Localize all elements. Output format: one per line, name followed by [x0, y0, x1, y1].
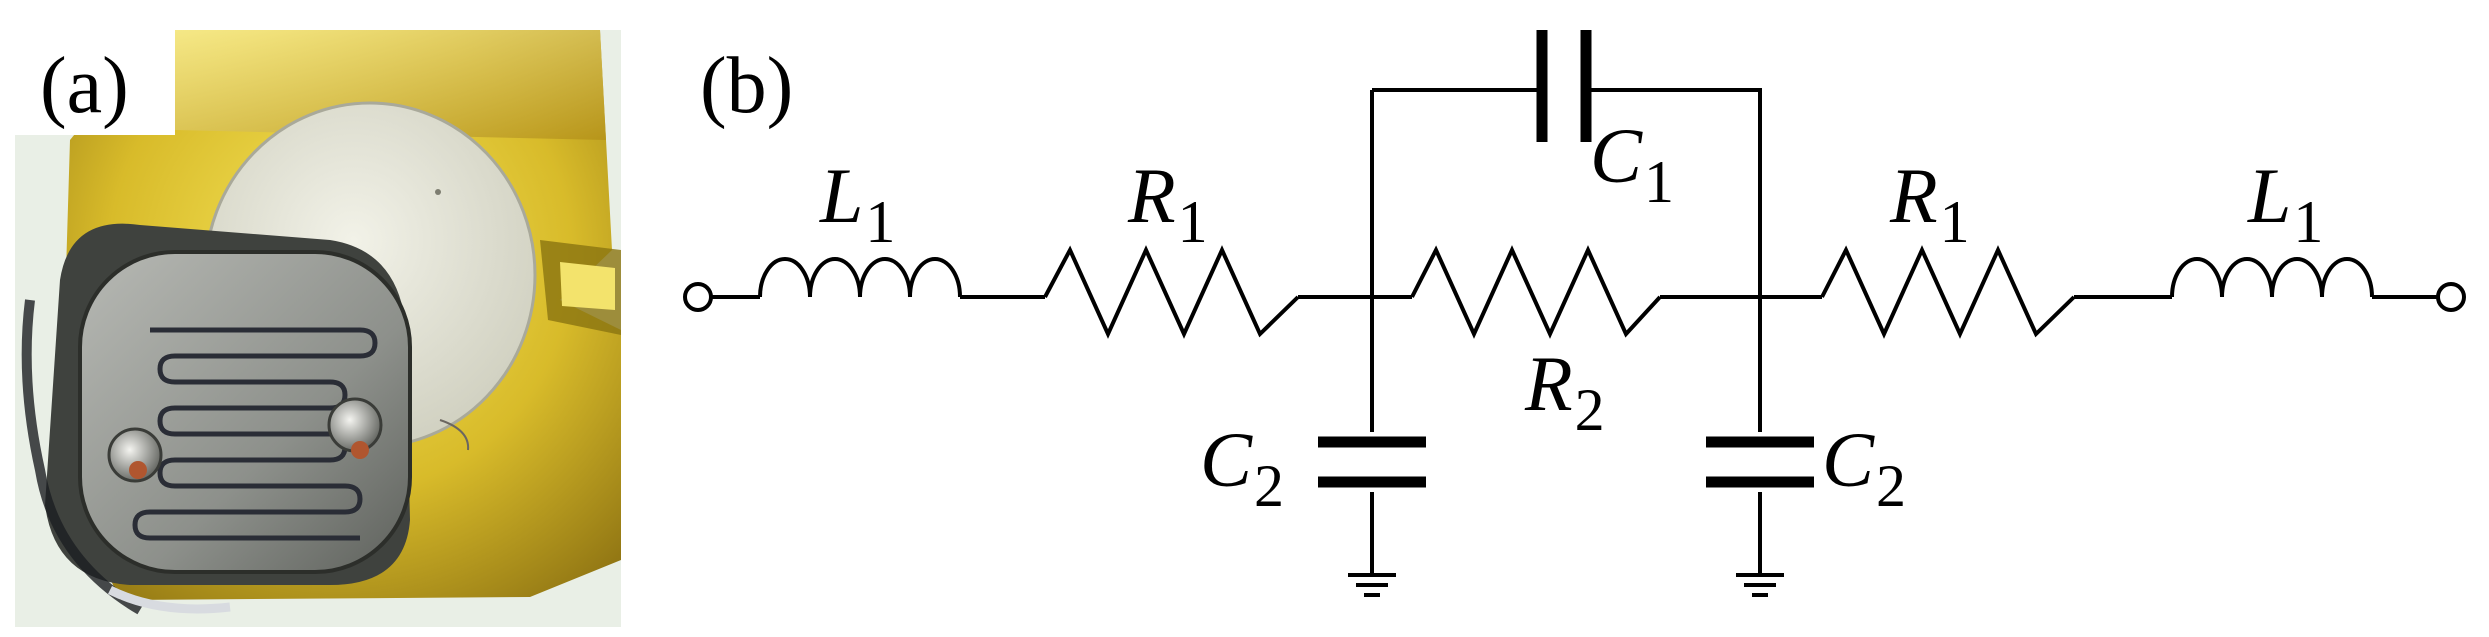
photoresistor-serpentine-track [132, 327, 378, 541]
label-subscript: 2 [1876, 453, 1906, 519]
circuit-diagram: (b) [683, 30, 2466, 597]
lead-wire-shine [107, 585, 231, 614]
label-r1-right: R1 [1889, 152, 1970, 255]
photoresistor-pad-left [107, 427, 163, 483]
inductor-coil [758, 257, 962, 298]
label-subscript: 1 [1940, 189, 1970, 255]
photoresistor-pad-left-solder [129, 461, 147, 479]
photo-panel [15, 30, 621, 627]
resistor-r1-left [1043, 245, 1372, 339]
capacitor-c1-branch [1372, 30, 1762, 432]
shunt-branch-right [1706, 436, 1814, 597]
label-r1-left: R1 [1127, 152, 1208, 255]
label-subscript: 1 [1644, 149, 1674, 215]
label-symbol: C [1822, 416, 1875, 503]
inductor-l1-left [711, 257, 1045, 299]
shunt-branch-left [1318, 90, 1426, 597]
resistor-zigzag [1410, 245, 1662, 339]
photoresistor-pad-right-solder [351, 441, 369, 459]
label-symbol: R [1889, 152, 1938, 239]
label-subscript: 2 [1575, 377, 1605, 443]
label-r2: R2 [1524, 340, 1605, 443]
terminal-left [683, 282, 713, 312]
label-symbol: L [2247, 152, 2291, 239]
resistor-r1-right [1760, 245, 2172, 339]
label-subscript: 1 [865, 189, 895, 255]
wire-segment [1591, 88, 1762, 432]
gold-block-top-face [160, 30, 606, 140]
terminal-right [2436, 282, 2466, 312]
panel-a-label-background [15, 30, 175, 135]
inductor-coil [2170, 257, 2374, 298]
photoresistor [45, 223, 412, 585]
gold-block-notch-face [560, 262, 615, 310]
label-symbol: C [1200, 416, 1253, 503]
thin-lead [439, 419, 470, 451]
label-symbol: C [1590, 112, 1643, 199]
resistor-zigzag [1043, 245, 1300, 339]
panel-a-label: (a) [40, 42, 129, 130]
label-c2-left: C2 [1200, 416, 1284, 519]
ground-symbol-left [1348, 573, 1396, 597]
label-symbol: L [819, 152, 863, 239]
resistor-r2 [1372, 245, 1760, 339]
label-symbol: R [1127, 152, 1176, 239]
disc-marking [435, 189, 441, 195]
panel-b-label: (b) [700, 42, 793, 130]
inductor-l1-right [2170, 257, 2438, 299]
label-l1-right: L1 [2247, 152, 2323, 255]
label-subscript: 1 [1178, 189, 1208, 255]
label-symbol: R [1524, 340, 1573, 427]
label-subscript: 1 [2293, 189, 2323, 255]
lead-wire [21, 299, 143, 615]
label-c2-right: C2 [1822, 416, 1906, 519]
ground-symbol-right [1736, 573, 1784, 597]
resistor-zigzag [1820, 245, 2076, 339]
label-l1-left: L1 [819, 152, 895, 255]
label-subscript: 2 [1254, 453, 1284, 519]
label-c1: C1 [1590, 112, 1674, 215]
